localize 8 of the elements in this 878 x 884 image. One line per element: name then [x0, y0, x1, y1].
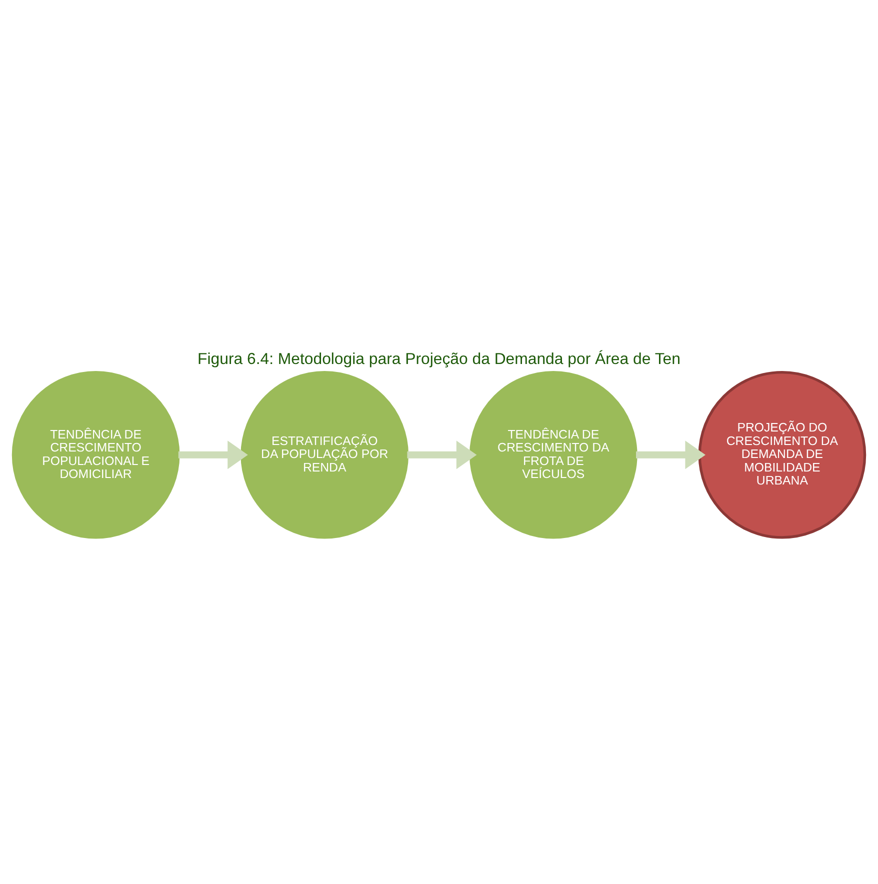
- node-circle: TENDÊNCIA DE CRESCIMENTO POPULACIONAL E DOMICILIAR: [12, 370, 180, 538]
- arrow: [407, 440, 477, 469]
- arrow: [178, 440, 248, 469]
- node-circle: ESTRATIFICAÇÃO DA POPULAÇÃO POR RENDA: [240, 370, 409, 538]
- diagram-title: Figura 6.4: Metodologia para Projeção da Demanda por Área de Ten: [198, 350, 680, 368]
- arrow: [636, 440, 706, 469]
- node-circle: PROJEÇÃO DO CRESCIMENTO DA DEMANDA DE MOBILIDADE URBANA: [698, 370, 866, 538]
- node-circle: TENDÊNCIA DE CRESCIMENTO DA FROTA DE VEÍCULOS: [469, 370, 638, 538]
